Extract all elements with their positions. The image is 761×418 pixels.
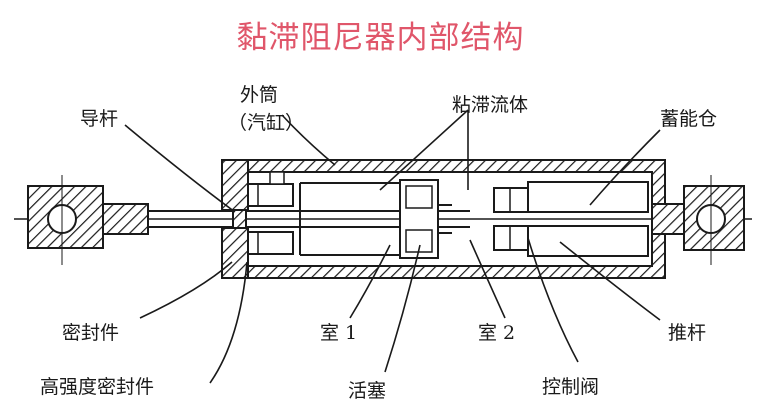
control-valve <box>493 187 529 251</box>
label-high-strength-seal: 高强度密封件 <box>40 376 155 398</box>
label-piston: 活塞 <box>348 380 387 402</box>
diagram-title: 黏滞阻尼器内部结构 <box>236 20 525 56</box>
label-viscous-fluid: 粘滞流体 <box>452 94 529 116</box>
label-outer-cylinder: 外筒 <box>240 84 279 106</box>
inner-cylinder <box>299 182 400 256</box>
leader-high-strength-seal <box>209 261 248 384</box>
leader-guide-rod <box>124 124 236 213</box>
leader-viscous-fluid-1 <box>379 109 469 191</box>
accumulator <box>527 181 649 257</box>
leader-outer-cylinder <box>281 114 336 166</box>
leader-control-valve <box>527 237 579 363</box>
label-chamber1: 室 1 <box>320 322 358 344</box>
seal-block <box>247 171 294 255</box>
leader-lines <box>124 109 661 384</box>
leader-piston <box>384 244 421 373</box>
label-seal: 密封件 <box>62 322 120 344</box>
leader-chamber1 <box>349 244 391 319</box>
leader-chamber2 <box>469 239 506 319</box>
label-pushrod: 推杆 <box>668 322 707 344</box>
label-control-valve: 控制阀 <box>542 376 600 398</box>
leader-pushrod <box>559 241 661 321</box>
left-end-fitting <box>27 175 149 265</box>
leader-accumulator <box>589 129 661 206</box>
label-outer-cylinder-sub: （汽缸） <box>228 112 305 134</box>
leader-seal <box>139 261 233 319</box>
right-end-fitting <box>651 175 745 265</box>
piston <box>399 179 452 259</box>
label-accumulator: 蓄能仓 <box>660 108 718 130</box>
label-chamber2: 室 2 <box>478 322 516 344</box>
label-guide-rod: 导杆 <box>80 108 119 130</box>
